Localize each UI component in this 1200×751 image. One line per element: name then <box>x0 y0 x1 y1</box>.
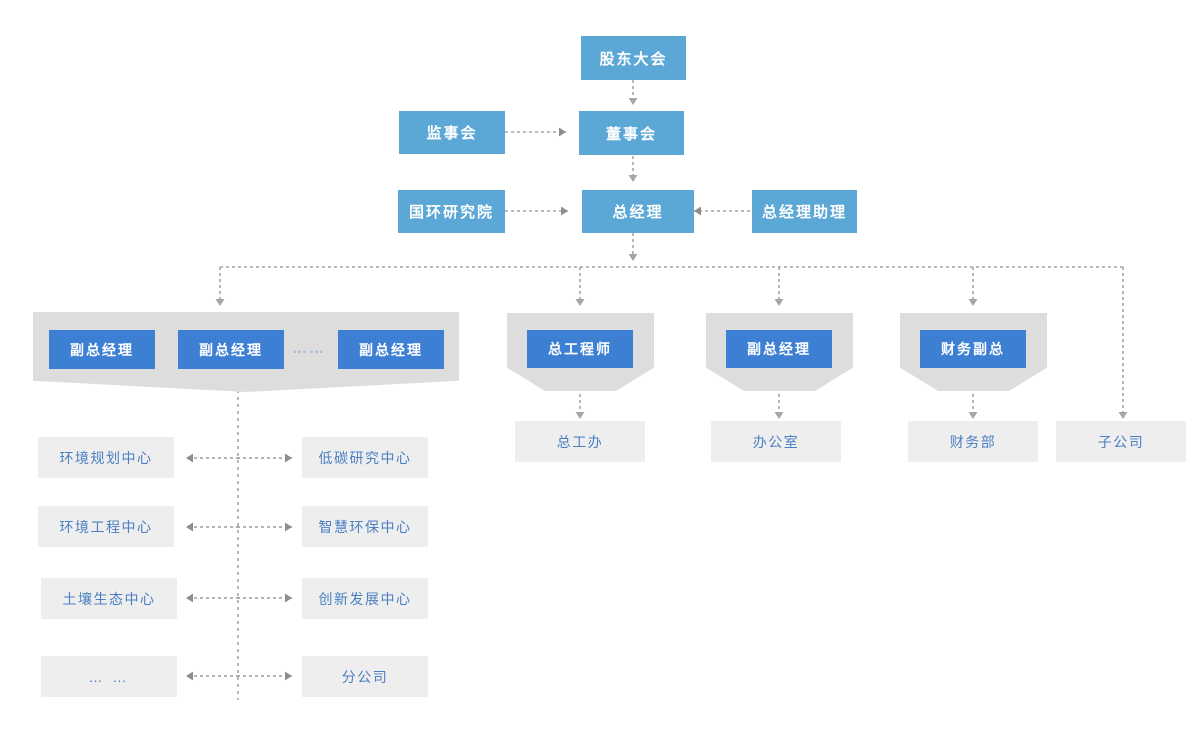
node-finance-vp[interactable]: 财务副总 <box>920 330 1026 368</box>
node-chief-engineer-office[interactable]: 总工办 <box>515 421 645 462</box>
node-deputy-gm-3[interactable]: 副总经理 <box>338 330 444 369</box>
node-finance-department[interactable]: 财务部 <box>908 421 1038 462</box>
node-board-of-directors[interactable]: 董事会 <box>579 111 684 155</box>
node-soil-ecology-center[interactable]: 土壤生态中心 <box>41 578 177 619</box>
node-smart-environment-center[interactable]: 智慧环保中心 <box>302 506 428 547</box>
node-shareholders-meeting[interactable]: 股东大会 <box>581 36 686 80</box>
node-low-carbon-research-center[interactable]: 低碳研究中心 <box>302 437 428 478</box>
node-research-institute[interactable]: 国环研究院 <box>398 190 505 233</box>
node-branch-company[interactable]: 分公司 <box>302 656 428 697</box>
node-innovation-development-center[interactable]: 创新发展中心 <box>302 578 428 619</box>
node-env-engineering-center[interactable]: 环境工程中心 <box>38 506 174 547</box>
node-deputy-gm-office[interactable]: 副总经理 <box>726 330 832 368</box>
node-chief-engineer[interactable]: 总工程师 <box>527 330 633 368</box>
node-more-left-departments[interactable]: … … <box>41 656 177 697</box>
node-deputy-gm-2[interactable]: 副总经理 <box>178 330 284 369</box>
node-general-manager[interactable]: 总经理 <box>582 190 694 233</box>
node-administration-office[interactable]: 办公室 <box>711 421 841 462</box>
node-gm-assistant[interactable]: 总经理助理 <box>752 190 857 233</box>
node-deputy-gm-1[interactable]: 副总经理 <box>49 330 155 369</box>
node-subsidiary-company[interactable]: 子公司 <box>1056 421 1186 462</box>
node-env-planning-center[interactable]: 环境规划中心 <box>38 437 174 478</box>
node-supervisory-board[interactable]: 监事会 <box>399 111 505 154</box>
deputy-gm-ellipsis: …… <box>292 340 326 357</box>
